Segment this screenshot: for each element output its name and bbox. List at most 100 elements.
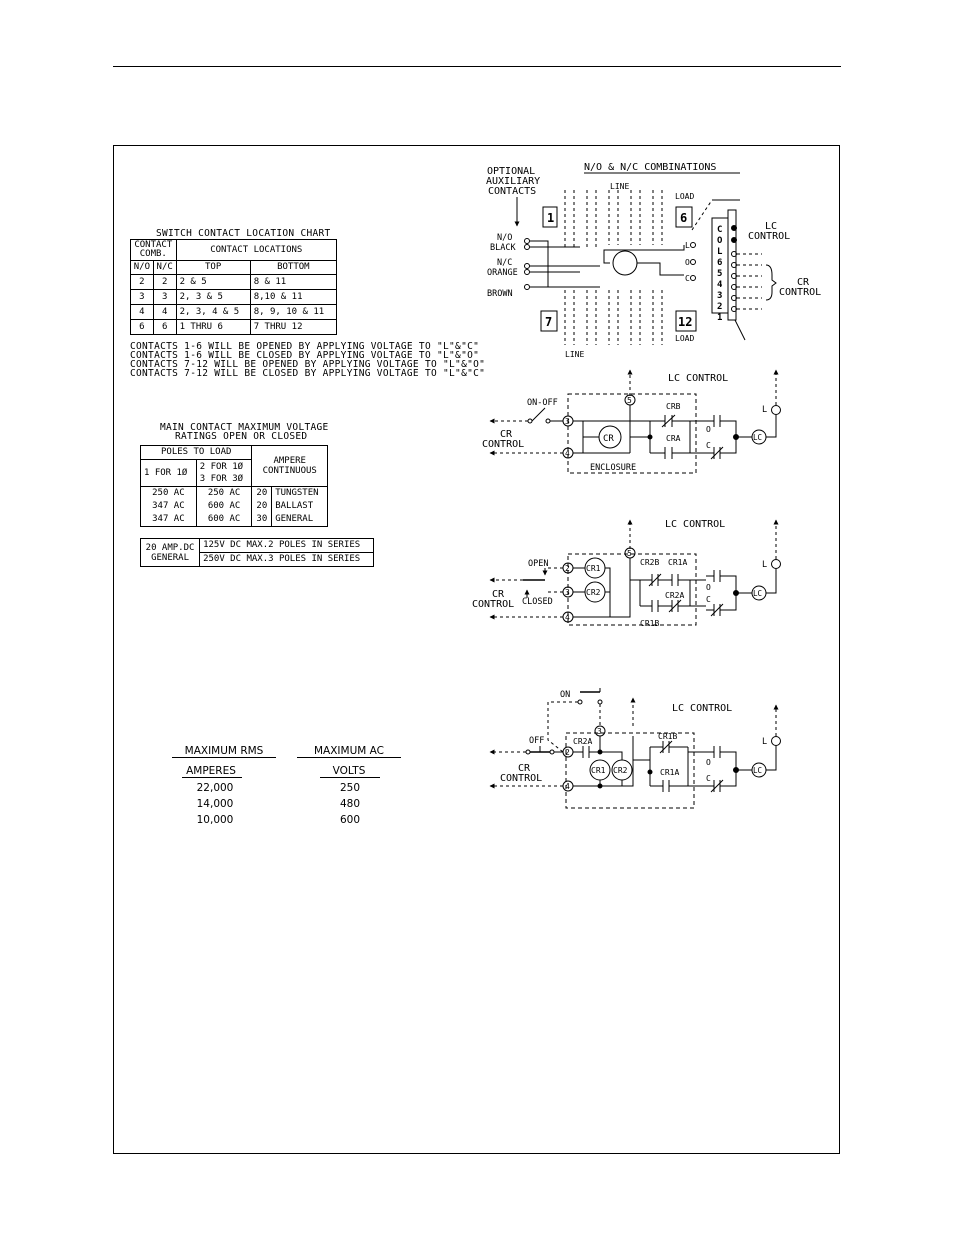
dc-label-1: 20 AMP.DC [145, 542, 195, 553]
single-relay-diagram: LC CONTROL ENCLOSURE 5 3 4 ON-OFF CR CON… [482, 369, 781, 474]
box-12 [675, 310, 697, 332]
svg-text:CR1A: CR1A [660, 768, 679, 777]
brown-label: BROWN [487, 289, 513, 299]
svg-text:C: C [706, 441, 711, 450]
rms-amps-2: 14,000 [196, 798, 234, 810]
cr-label: CR [797, 277, 810, 288]
hdr-2-for-1: 2 FOR 1Ø [199, 462, 244, 472]
svg-text:L: L [762, 560, 767, 570]
enclosure-box-b [567, 553, 697, 626]
terminal-nc [524, 263, 530, 269]
rms-volts-1: 250 [339, 782, 361, 794]
svg-text:O: O [685, 258, 690, 267]
no-nc-combinations-diagram: N/O & N/C COMBINATIONS OPTIONAL AUXILIAR… [486, 162, 821, 359]
rms-hdr-left-rule [172, 757, 276, 758]
svg-text:C: C [685, 274, 690, 283]
rms-sub-left-rule [182, 777, 242, 778]
svg-text:3: 3 [565, 417, 570, 426]
open-label: OPEN [528, 559, 548, 569]
header-rule [113, 66, 841, 67]
box-6 [675, 206, 693, 228]
svg-text:4: 4 [717, 280, 723, 290]
on-label: ON [560, 690, 570, 700]
onoff-switch[interactable] [531, 407, 546, 422]
pole-columns [564, 190, 663, 345]
hdr-3-for-3: 3 FOR 3Ø [199, 474, 244, 484]
auxiliary-label: AUXILIARY [486, 176, 540, 187]
switch-chart-title: SWITCH CONTACT LOCATION CHART [156, 228, 331, 239]
svg-text:C: C [717, 225, 722, 235]
note-2: CONTACTS 1-6 WILL BE CLOSED BY APPLYING … [130, 350, 480, 361]
hdr-1-for-1: 1 FOR 1Ø [140, 459, 197, 487]
svg-text:L: L [762, 737, 767, 747]
strip-labels: C O L 6 5 4 3 2 1 [717, 225, 723, 323]
rms-volts-2: 480 [339, 798, 361, 810]
svg-text:6: 6 [680, 211, 687, 225]
svg-text:L: L [685, 241, 690, 250]
voltage-chart-title-2: RATINGS OPEN OR CLOSED [175, 431, 308, 442]
table-row: 250 AC 250 AC 20 TUNGSTEN [140, 486, 328, 500]
lc-label: LC [765, 221, 777, 232]
svg-text:CRA: CRA [666, 434, 681, 443]
svg-text:5: 5 [627, 396, 632, 405]
note-4: CONTACTS 7-12 WILL BE CLOSED BY APPLYING… [130, 368, 486, 379]
svg-text:CR2: CR2 [613, 766, 628, 775]
two-relay-diagram: LC CONTROL 5 2 3 4 OPEN CLOSED CR CONTRO… [472, 519, 781, 628]
svg-text:5: 5 [717, 269, 722, 279]
svg-text:CR: CR [603, 434, 614, 444]
contacts-label: CONTACTS [488, 186, 536, 197]
hdr-continuous: CONTINUOUS [262, 466, 317, 476]
rms-sub-right: VOLTS [332, 765, 366, 777]
cr-control-label-a: CONTROL [482, 439, 524, 450]
rms-hdr-right: MAXIMUM AC [313, 745, 384, 757]
lc-control-title-b: LC CONTROL [665, 519, 725, 530]
voltage-ratings-chart: POLES TO LOAD AMPERE CONTINUOUS 1 FOR 1Ø… [139, 445, 328, 527]
cr-label-b: CR [492, 589, 505, 600]
rms-amps-1: 22,000 [196, 782, 234, 794]
optional-label: OPTIONAL [487, 166, 535, 177]
table-row: 347 AC 600 AC 20 BALLAST [140, 500, 328, 513]
onoff-label: ON-OFF [527, 398, 558, 408]
load-top-label: LOAD [675, 192, 694, 201]
svg-text:CR1: CR1 [586, 564, 601, 573]
svg-text:CR2A: CR2A [665, 591, 684, 600]
latching-relay-diagram: LC CONTROL ON 3 2 4 OFF CR CONTROL CR2A … [489, 688, 781, 809]
voltage-chart-title-1: MAIN CONTACT MAXIMUM VOLTAGE [160, 422, 329, 433]
svg-text:2: 2 [565, 564, 570, 573]
line-top-label: LINE [610, 182, 629, 191]
no-label: N/O [497, 233, 512, 243]
svg-text:LC: LC [753, 433, 762, 442]
orange-label: ORANGE [487, 268, 518, 278]
svg-text:CR2B: CR2B [640, 558, 659, 567]
switch-contact-chart: CONTACT COMB. CONTACT LOCATIONS N/O N/C … [130, 239, 338, 335]
rms-hdr-left: MAXIMUM RMS [184, 745, 264, 757]
cr-label-a: CR [500, 429, 513, 440]
svg-text:CR2: CR2 [586, 588, 601, 597]
svg-text:O: O [706, 758, 711, 767]
svg-text:1: 1 [717, 313, 722, 323]
off-label: OFF [529, 736, 544, 746]
cr-brace [765, 264, 777, 301]
enclosure-box-a [567, 393, 697, 474]
rms-sub-right-rule [320, 777, 380, 778]
table-row: 6 6 1 THRU 6 7 THRU 12 [130, 319, 338, 335]
terminal-brown [524, 284, 530, 290]
rms-volts-3: 600 [339, 814, 361, 826]
strip-terminals [731, 225, 737, 312]
hdr-comb: COMB. [139, 249, 167, 259]
svg-text:CR1B: CR1B [658, 732, 677, 741]
svg-text:4: 4 [565, 613, 570, 622]
svg-text:LC: LC [753, 766, 762, 775]
rms-amps-3: 10,000 [196, 814, 234, 826]
svg-text:L: L [762, 405, 767, 415]
lc-control-title-c: LC CONTROL [672, 703, 732, 714]
closed-label: CLOSED [522, 597, 553, 607]
cr-control-label-b: CONTROL [472, 599, 514, 610]
svg-text:LC: LC [753, 589, 762, 598]
note-1: CONTACTS 1-6 WILL BE OPENED BY APPLYING … [130, 341, 480, 352]
svg-text:3: 3 [717, 291, 722, 301]
svg-text:C: C [706, 595, 711, 604]
svg-text:O: O [706, 425, 711, 434]
black-label: BLACK [490, 243, 516, 253]
